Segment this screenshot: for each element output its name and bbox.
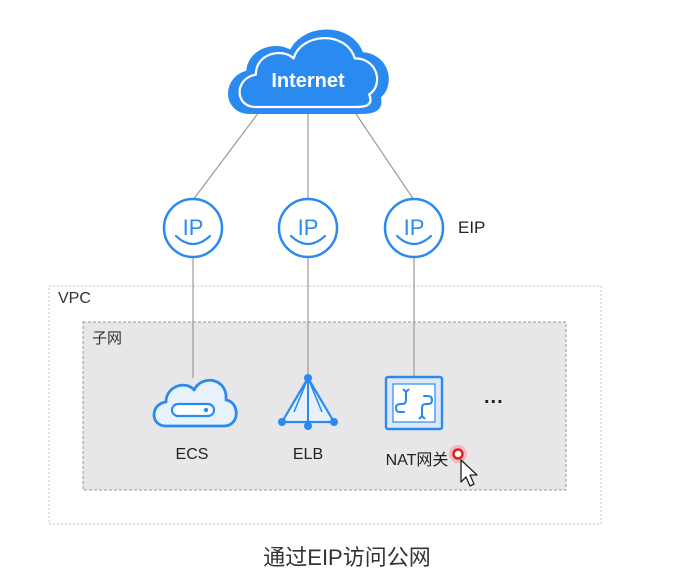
- eip-icon-text: IP: [404, 215, 425, 240]
- internet-cloud-icon: [228, 29, 389, 114]
- nat-gateway-label: NAT网关: [385, 452, 449, 469]
- diagram-caption: 通过EIP访问公网: [263, 545, 431, 570]
- vpc-boundary: [48, 285, 602, 525]
- connector-internet-eip-3: [351, 107, 415, 201]
- eip-icon-text: IP: [298, 215, 319, 240]
- vpc-label: VPC: [58, 290, 91, 307]
- eip-icon: [162, 197, 224, 259]
- ecs-label: ECS: [175, 446, 209, 463]
- eip-icon: [383, 197, 445, 259]
- eip-icon: [277, 197, 339, 259]
- subnet-label: 子网: [92, 330, 123, 347]
- nat-gateway-icon: [384, 375, 444, 431]
- ecs-server-icon: [152, 378, 238, 428]
- eip-label: EIP: [458, 218, 486, 237]
- mouse-cursor-icon: [449, 445, 478, 487]
- more-services-ellipsis: ...: [484, 386, 504, 408]
- connector-internet-eip-1: [192, 107, 263, 201]
- elb-balancer-icon: [278, 374, 338, 430]
- eip-icon-text: IP: [183, 215, 204, 240]
- internet-label: Internet: [271, 70, 345, 92]
- elb-label: ELB: [292, 446, 324, 463]
